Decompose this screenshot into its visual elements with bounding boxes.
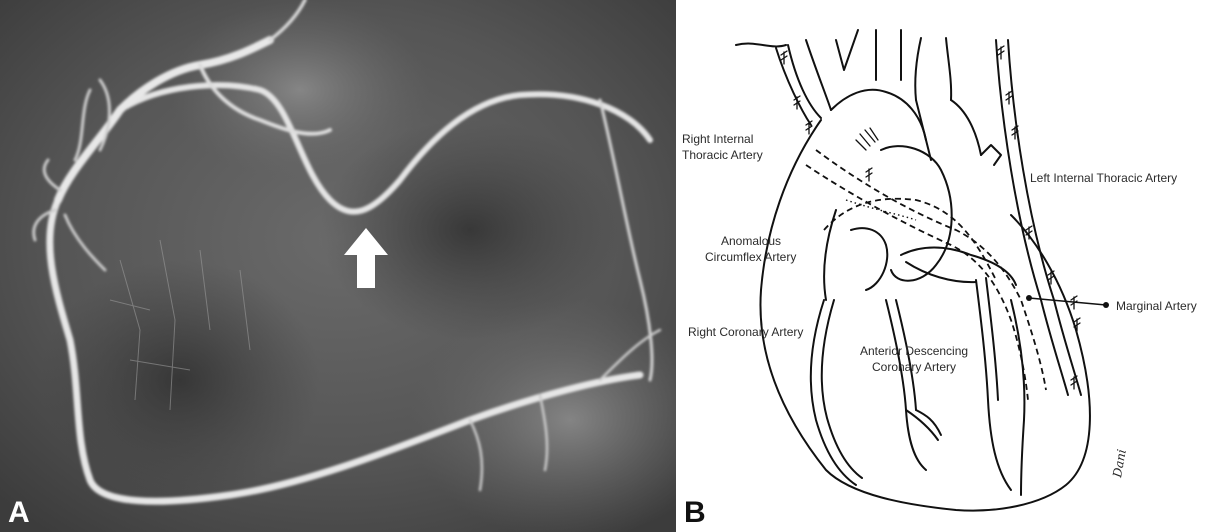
- schematic-drawing: Right Internal Thoracic Artery Left Inte…: [676, 0, 1209, 532]
- label-anomalous-circumflex-2: Circumflex Artery: [705, 250, 796, 264]
- label-anomalous-circumflex-1: Anomalous: [721, 234, 781, 248]
- angiogram-panel: A: [0, 0, 676, 532]
- label-right-internal-thoracic-1: Right Internal: [682, 132, 753, 146]
- label-right-coronary: Right Coronary Artery: [688, 325, 803, 339]
- label-anterior-descending-1: Anterior Descencing: [860, 344, 968, 358]
- label-anterior-descending-2: Coronary Artery: [872, 360, 956, 374]
- angiogram-image: A: [0, 0, 676, 532]
- label-left-internal-thoracic: Left Internal Thoracic Artery: [1030, 171, 1177, 185]
- panel-letter-a: A: [8, 496, 30, 529]
- schematic-panel: Right Internal Thoracic Artery Left Inte…: [676, 0, 1209, 532]
- label-marginal: Marginal Artery: [1116, 299, 1197, 313]
- label-right-internal-thoracic-2: Thoracic Artery: [682, 148, 763, 162]
- panel-letter-b: B: [684, 496, 706, 529]
